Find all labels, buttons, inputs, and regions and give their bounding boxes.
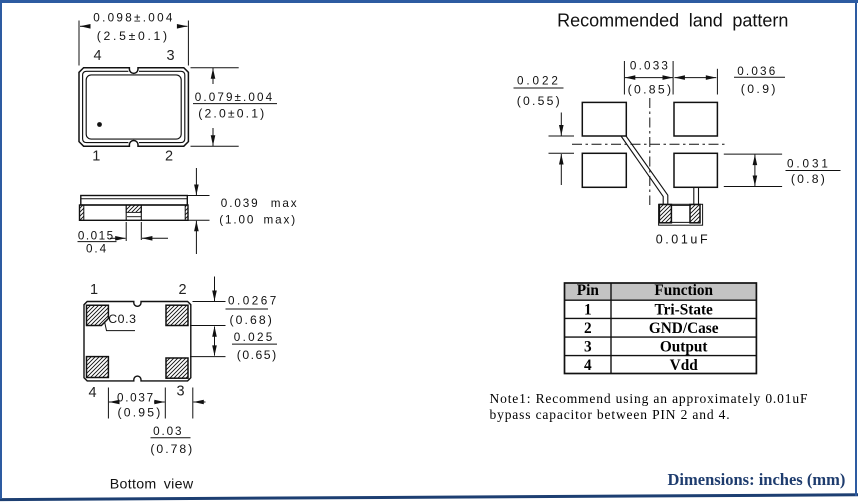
svg-text:4: 4 — [93, 48, 101, 64]
svg-text:GND/Case: GND/Case — [649, 320, 719, 337]
svg-text:(0.68): (0.68) — [230, 313, 274, 327]
svg-text:(0.55): (0.55) — [517, 94, 562, 108]
svg-text:0.022: 0.022 — [517, 75, 561, 88]
svg-text:(0.95): (0.95) — [117, 406, 162, 420]
svg-text:1: 1 — [92, 149, 100, 165]
svg-text:(0.8): (0.8) — [791, 172, 827, 186]
svg-text:3: 3 — [584, 339, 592, 356]
svg-text:2: 2 — [178, 282, 186, 298]
svg-text:0.0267: 0.0267 — [228, 295, 279, 308]
svg-text:0.037: 0.037 — [117, 392, 155, 405]
svg-text:1: 1 — [90, 282, 98, 298]
svg-text:0.039 max: 0.039 max — [221, 197, 299, 210]
svg-text:3: 3 — [176, 384, 184, 400]
svg-text:C0.3: C0.3 — [108, 312, 136, 326]
svg-text:(0.65): (0.65) — [237, 348, 278, 362]
svg-text:Tri-State: Tri-State — [655, 301, 714, 318]
svg-text:0.025: 0.025 — [234, 331, 275, 344]
svg-text:0.4: 0.4 — [86, 243, 108, 256]
svg-text:3: 3 — [166, 48, 174, 64]
svg-text:4: 4 — [584, 357, 592, 374]
svg-text:(1.00 max): (1.00 max) — [219, 213, 297, 226]
svg-text:4: 4 — [89, 385, 97, 401]
svg-text:0.015: 0.015 — [78, 229, 115, 242]
svg-text:0.033: 0.033 — [630, 60, 670, 73]
svg-text:(0.85): (0.85) — [628, 82, 674, 96]
svg-text:0.01uF: 0.01uF — [656, 233, 711, 247]
svg-text:2: 2 — [584, 320, 592, 337]
svg-text:Bottom view: Bottom view — [110, 476, 194, 492]
svg-text:(2.0±0.1): (2.0±0.1) — [198, 106, 266, 120]
svg-text:0.079±.004: 0.079±.004 — [195, 91, 274, 104]
svg-text:2: 2 — [165, 149, 173, 165]
svg-text:Output: Output — [660, 339, 709, 356]
svg-text:0.03: 0.03 — [153, 425, 183, 438]
svg-text:0.098±.004: 0.098±.004 — [93, 12, 174, 25]
svg-text:Vdd: Vdd — [670, 357, 699, 374]
svg-text:(0.9): (0.9) — [741, 82, 778, 96]
svg-text:(2.5±0.1): (2.5±0.1) — [97, 29, 170, 43]
svg-text:Recommended land pattern: Recommended land pattern — [557, 10, 788, 30]
svg-text:Function: Function — [654, 282, 713, 299]
svg-text:Pin: Pin — [577, 282, 600, 299]
svg-text:(0.78): (0.78) — [150, 442, 194, 456]
svg-text:0.036: 0.036 — [737, 65, 777, 78]
svg-text:1: 1 — [584, 301, 592, 318]
svg-text:0.031: 0.031 — [787, 157, 831, 170]
